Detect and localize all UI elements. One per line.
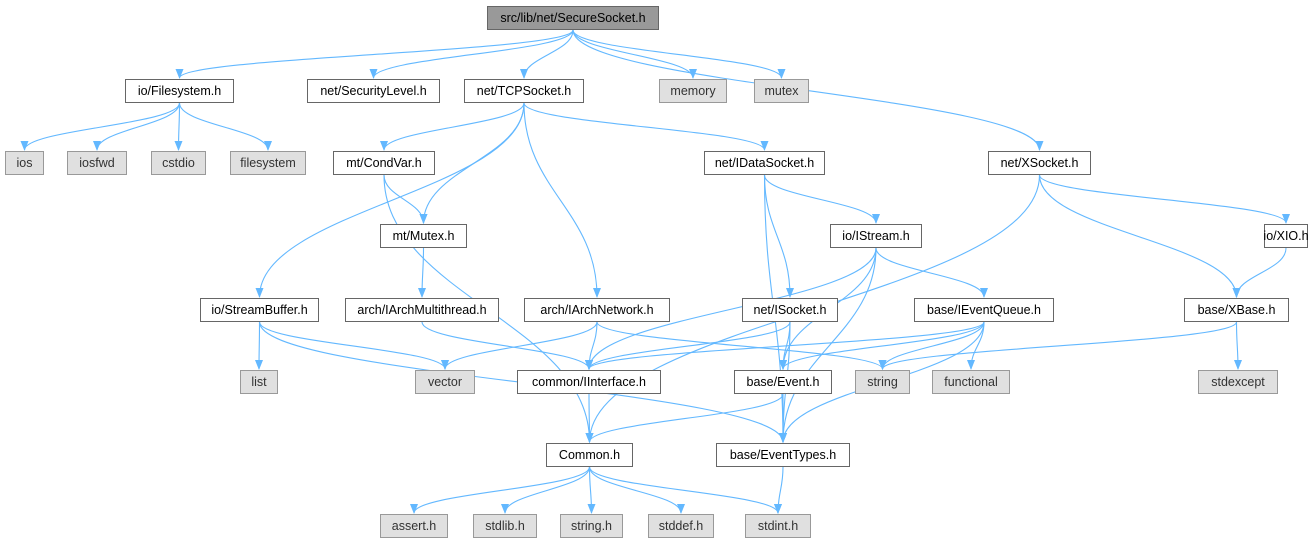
edge-fs-to-filesystem: [178, 102, 272, 151]
edge-isocket-to-iinterface: [585, 321, 791, 370]
edge-streambuf-to-list: [255, 321, 264, 370]
node-common-h[interactable]: Common.h: [546, 443, 633, 467]
node-base-xbase[interactable]: base/XBase.h: [1184, 298, 1289, 322]
edge-ieventq-to-functional: [967, 321, 985, 370]
node-sys-vector: vector: [415, 370, 475, 394]
node-sys-filesystem: filesystem: [230, 151, 306, 175]
edge-fs-to-iosfwd: [93, 102, 181, 151]
node-io-xio[interactable]: io/XIO.h: [1263, 224, 1309, 248]
node-sys-assert: assert.h: [380, 514, 448, 538]
node-mt-condvar[interactable]: mt/CondVar.h: [333, 151, 435, 175]
edge-event-to-common: [585, 393, 784, 443]
node-mt-mutex[interactable]: mt/Mutex.h: [380, 224, 467, 248]
edge-root-to-tcp: [520, 29, 574, 79]
edge-fs-to-cstdio: [174, 102, 183, 151]
node-base-event[interactable]: base/Event.h: [734, 370, 832, 394]
edge-xio-to-xbase: [1232, 247, 1287, 298]
edge-common-to-assert: [410, 466, 591, 514]
edge-root-to-fs: [175, 29, 574, 79]
edge-ieventq-to-event: [779, 321, 985, 370]
edge-istream-to-ieventq: [875, 247, 988, 298]
node-sys-ios: ios: [5, 151, 44, 175]
edge-tcp-to-idatasock: [523, 102, 769, 151]
edge-fs-to-ios: [20, 102, 181, 151]
edge-common-to-stringh: [587, 466, 596, 514]
node-sys-functional: functional: [932, 370, 1010, 394]
edge-eventtypes-to-stdint: [774, 466, 784, 514]
edge-iarchmt-to-iinterface: [421, 321, 593, 370]
node-sys-string-h: string.h: [560, 514, 623, 538]
edge-tcp-to-iarchnet: [523, 102, 601, 298]
edge-root-to-seclvl: [369, 29, 574, 79]
edge-common-to-stdint: [588, 466, 782, 514]
node-net-securitylevel[interactable]: net/SecurityLevel.h: [307, 79, 440, 103]
edge-tcp-to-streambuf: [255, 102, 525, 298]
edge-condvar-to-mtmutex: [383, 174, 428, 224]
edge-idatasock-to-isocket: [763, 174, 794, 298]
node-sys-memory: memory: [659, 79, 727, 103]
node-net-isocket[interactable]: net/ISocket.h: [742, 298, 838, 322]
edge-iarchnet-to-string: [596, 321, 887, 370]
node-sys-mutex: mutex: [754, 79, 809, 103]
node-sys-iosfwd: iosfwd: [67, 151, 127, 175]
node-common-iinterface[interactable]: common/IInterface.h: [517, 370, 661, 394]
edge-mtmutex-to-iarchmt: [418, 247, 427, 298]
edge-istream-to-iinterface: [585, 247, 877, 370]
node-arch-iarchnetwork[interactable]: arch/IArchNetwork.h: [524, 298, 670, 322]
edge-iarchnet-to-vector: [441, 321, 598, 370]
node-base-eventtypes[interactable]: base/EventTypes.h: [716, 443, 850, 467]
edge-xsocket-to-xbase: [1038, 174, 1241, 298]
node-io-istream[interactable]: io/IStream.h: [830, 224, 922, 248]
node-sys-stddef: stddef.h: [648, 514, 714, 538]
edge-root-to-mutex: [572, 29, 786, 79]
node-net-xsocket[interactable]: net/XSocket.h: [988, 151, 1091, 175]
node-root-securesocket: src/lib/net/SecureSocket.h: [487, 6, 659, 30]
node-sys-stdint: stdint.h: [745, 514, 811, 538]
edge-common-to-stddef: [588, 466, 685, 514]
edge-streambuf-to-vector: [258, 321, 449, 370]
edge-tcp-to-condvar: [380, 102, 525, 151]
node-io-streambuffer[interactable]: io/StreamBuffer.h: [200, 298, 319, 322]
node-sys-cstdio: cstdio: [151, 151, 206, 175]
node-sys-stdlib: stdlib.h: [473, 514, 537, 538]
node-arch-iarchmultithread[interactable]: arch/IArchMultithread.h: [345, 298, 499, 322]
node-sys-stdexcept: stdexcept: [1198, 370, 1278, 394]
edge-istream-to-eventtypes: [779, 247, 877, 443]
node-net-tcpsocket[interactable]: net/TCPSocket.h: [464, 79, 584, 103]
node-io-filesystem[interactable]: io/Filesystem.h: [125, 79, 234, 103]
node-sys-string: string: [855, 370, 910, 394]
edge-xbase-to-stdexcept: [1233, 321, 1242, 370]
node-base-ieventqueue[interactable]: base/IEventQueue.h: [914, 298, 1054, 322]
edge-ieventq-to-iinterface: [585, 321, 985, 370]
edge-root-to-memory: [572, 29, 697, 79]
node-sys-list: list: [240, 370, 278, 394]
edge-idatasock-to-istream: [763, 174, 880, 224]
edge-common-to-stdlib: [501, 466, 591, 514]
edge-xbase-to-string: [878, 321, 1238, 370]
edge-xsocket-to-xio: [1038, 174, 1290, 224]
node-net-idatasocket[interactable]: net/IDataSocket.h: [704, 151, 825, 175]
edge-iinterface-to-common: [585, 393, 594, 443]
